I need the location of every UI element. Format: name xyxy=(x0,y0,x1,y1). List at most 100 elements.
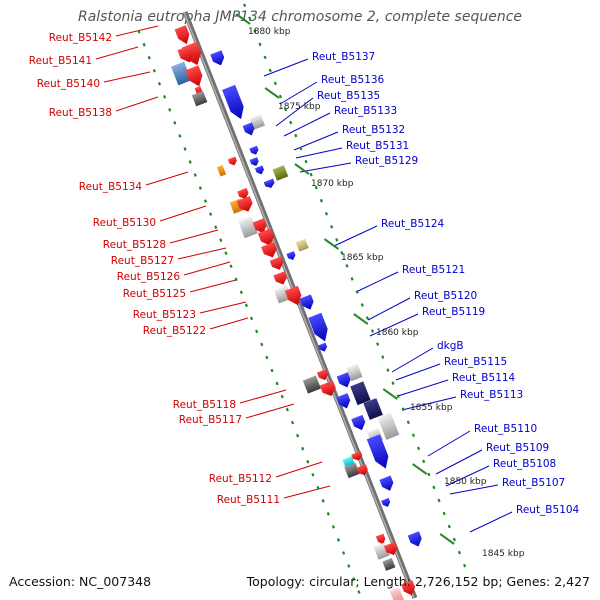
gene-arrow xyxy=(174,25,190,45)
scale-tick-label: 1845 kbp xyxy=(482,549,525,559)
gene-feature xyxy=(363,398,383,420)
leader-line-left xyxy=(245,403,295,419)
scale-tick-label: 1880 kbp xyxy=(248,27,291,37)
gene-feature xyxy=(252,218,267,234)
gene-feature xyxy=(407,531,422,547)
gene-feature xyxy=(336,372,351,388)
gene-feature xyxy=(344,462,360,479)
gene-arrow xyxy=(375,533,386,545)
gene-label-left: Reut_B5117 xyxy=(179,414,242,426)
leader-line-right xyxy=(469,511,513,533)
gene-feature xyxy=(295,238,309,252)
gene-feature xyxy=(308,312,328,342)
gene-label-right: dkgB xyxy=(437,340,464,352)
gene-feature xyxy=(286,251,296,261)
gene-feature xyxy=(319,380,336,397)
leader-line-left xyxy=(189,279,237,293)
scale-tick-label: 1870 kbp xyxy=(311,179,354,189)
gene-label-right: Reut_B5119 xyxy=(422,306,485,318)
gene-feature xyxy=(389,587,405,600)
scale-tick xyxy=(264,87,280,99)
gene-arrow xyxy=(254,165,264,175)
gene-arrow xyxy=(401,579,416,596)
gene-arrow xyxy=(351,414,366,431)
gene-feature xyxy=(379,475,394,491)
gene-block xyxy=(302,375,321,394)
gene-feature xyxy=(284,285,302,306)
gene-feature xyxy=(222,84,244,120)
gene-label-left: Reut_B5142 xyxy=(49,32,112,44)
gene-feature xyxy=(269,256,284,270)
gene-label-left: Reut_B5138 xyxy=(49,107,112,119)
gene-feature xyxy=(249,145,259,155)
leader-line-left xyxy=(209,317,249,330)
gene-feature xyxy=(381,497,391,507)
leader-line-right xyxy=(263,58,309,77)
leader-line-right xyxy=(367,297,411,321)
gene-feature xyxy=(382,557,396,571)
gene-feature xyxy=(236,196,253,212)
leader-line-left xyxy=(183,261,231,276)
gene-block xyxy=(216,165,227,177)
scale-tick xyxy=(235,13,251,25)
gene-block xyxy=(377,412,400,440)
gene-arrow xyxy=(177,45,194,63)
gene-feature xyxy=(350,381,371,406)
gene-label-right: Reut_B5132 xyxy=(342,124,405,136)
scale-tick xyxy=(382,388,398,400)
gene-label-left: Reut_B5125 xyxy=(123,288,186,300)
leader-line-right xyxy=(395,363,441,381)
gene-feature xyxy=(318,342,328,352)
gene-arrow xyxy=(269,256,284,270)
topology-summary: Topology: circular; Length: 2,726,152 bp… xyxy=(246,574,590,589)
gene-arrow xyxy=(249,145,259,155)
chromosome-backbone-highlight xyxy=(183,11,415,599)
gene-label-right: Reut_B5115 xyxy=(444,356,507,368)
gene-feature xyxy=(210,50,225,66)
gene-label-right: Reut_B5107 xyxy=(502,477,565,489)
gene-arrow xyxy=(383,541,398,556)
leader-line-right xyxy=(295,147,343,159)
gene-arrow xyxy=(351,451,363,461)
gene-feature xyxy=(302,375,321,394)
gene-arrow xyxy=(286,251,296,261)
gene-arrow xyxy=(242,122,255,136)
scale-tick-label: 1855 kbp xyxy=(410,403,453,413)
gene-block xyxy=(389,587,405,600)
gene-arrow xyxy=(263,178,275,188)
gene-label-left: Reut_B5122 xyxy=(143,325,206,337)
scale-tick xyxy=(439,533,455,545)
gene-label-left: Reut_B5118 xyxy=(173,399,236,411)
scale-tick xyxy=(294,163,310,175)
gene-label-right: Reut_B5104 xyxy=(516,504,580,516)
gene-arrow xyxy=(252,218,267,234)
gene-feature xyxy=(174,25,190,45)
gene-arrow xyxy=(249,157,259,167)
leader-line-left xyxy=(159,205,207,222)
gene-feature xyxy=(346,363,363,382)
gene-block xyxy=(350,381,371,406)
leader-line-right xyxy=(435,449,483,475)
gene-feature xyxy=(299,294,314,310)
scale-tick-label: 1865 kbp xyxy=(341,253,384,263)
gene-label-right: Reut_B5135 xyxy=(317,90,380,102)
gene-feature xyxy=(254,165,264,175)
leader-line-left xyxy=(239,389,287,404)
gene-label-left: Reut_B5127 xyxy=(111,255,174,267)
leader-line-right xyxy=(391,347,434,373)
gene-feature xyxy=(272,165,289,181)
gene-label-right: Reut_B5121 xyxy=(402,264,465,276)
gene-feature xyxy=(238,216,258,239)
gene-feature xyxy=(257,228,275,246)
gene-feature xyxy=(351,414,366,431)
gene-feature xyxy=(401,579,416,596)
gene-arrow xyxy=(210,50,225,66)
gene-arrow xyxy=(356,464,368,476)
gene-label-left: Reut_B5112 xyxy=(209,473,272,485)
gene-label-right: Reut_B5108 xyxy=(493,458,556,470)
gene-feature xyxy=(273,271,288,285)
gene-feature xyxy=(185,65,203,87)
gene-label-right: Reut_B5109 xyxy=(486,442,549,454)
gene-label-left: Reut_B5128 xyxy=(103,239,166,251)
